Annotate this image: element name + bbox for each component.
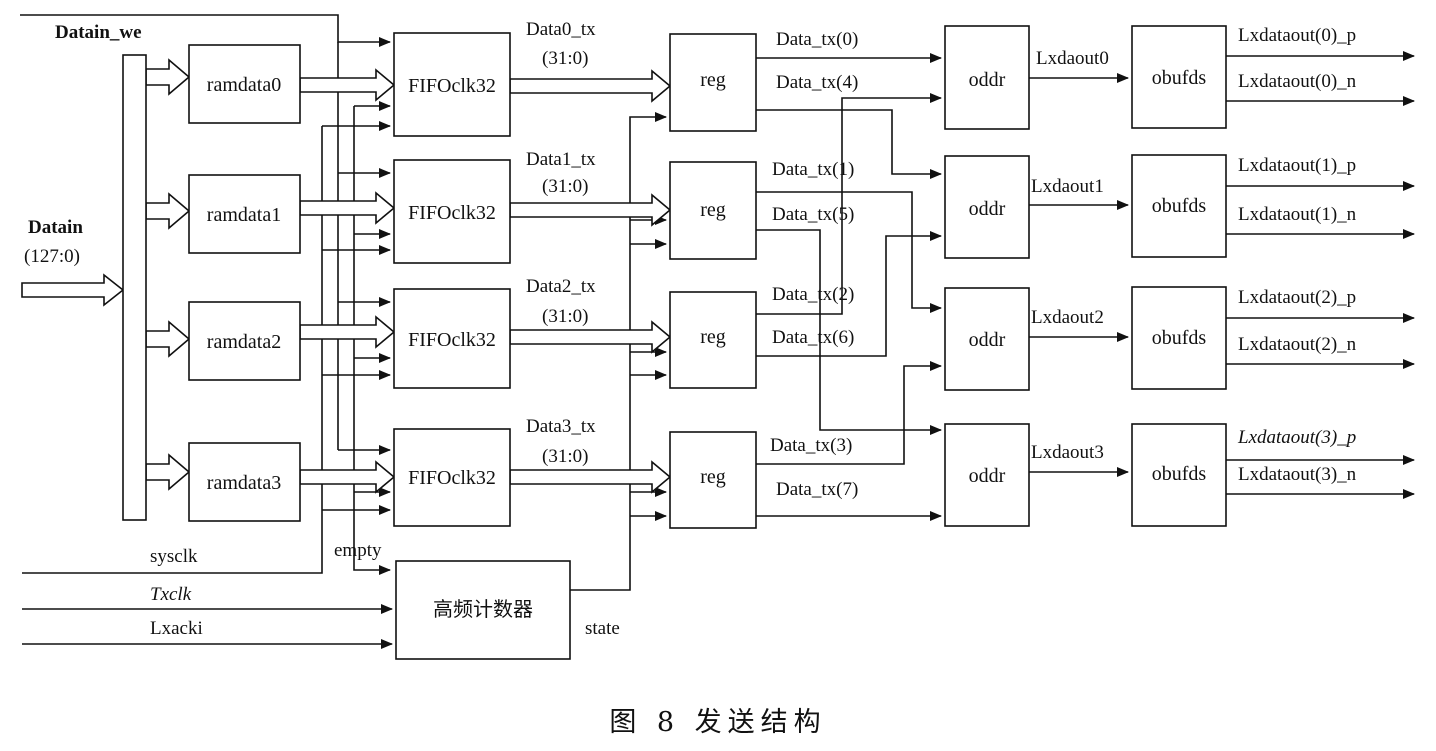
oddr3-out-label: Lxdaout3	[1031, 442, 1104, 463]
counter-label: 高频计数器	[433, 597, 533, 621]
out3-p-label: Lxdataout(3)_p	[1237, 427, 1356, 448]
fifo3-label: FIFOclk32	[408, 467, 496, 489]
fifo1-block	[393, 159, 511, 264]
txclk-label: Txclk	[150, 584, 192, 605]
reg2-block	[669, 291, 757, 389]
fifo0-width-label: (31:0)	[542, 48, 588, 69]
reg1-block	[669, 161, 757, 260]
out3-n-label: Lxdataout(3)_n	[1238, 464, 1357, 485]
fifo1-width-label: (31:0)	[542, 176, 588, 197]
reg3-out-a: Data_tx(3)	[770, 435, 852, 456]
reg1-out-a: Data_tx(1)	[772, 159, 854, 180]
obufds1-label: obufds	[1152, 195, 1207, 217]
ramdata1-block	[188, 174, 301, 254]
fifo2-block	[393, 288, 511, 389]
out1-n-label: Lxdataout(1)_n	[1238, 204, 1357, 225]
oddr3-block	[944, 423, 1030, 527]
datain-distributor	[122, 54, 147, 521]
fifo0-label: FIFOclk32	[408, 75, 496, 97]
fifo2-label: FIFOclk32	[408, 329, 496, 351]
oddr3-label: oddr	[969, 465, 1006, 487]
fifo3-block	[393, 428, 511, 527]
reg0-out-a: Data_tx(0)	[776, 29, 858, 50]
obufds2-label: obufds	[1152, 327, 1207, 349]
oddr2-label: oddr	[969, 329, 1006, 351]
out0-n-label: Lxdataout(0)_n	[1238, 71, 1357, 92]
datain-width-label: (127:0)	[24, 246, 80, 267]
reg0-out-b: Data_tx(4)	[776, 72, 858, 93]
buses	[21, 58, 672, 494]
ramdata0-label: ramdata0	[207, 74, 281, 96]
reg0-label: reg	[700, 69, 726, 91]
reg2-out-a: Data_tx(2)	[772, 284, 854, 305]
obufds0-label: obufds	[1152, 67, 1207, 89]
fifo1-out-label: Data1_tx	[526, 149, 596, 170]
fifo2-width-label: (31:0)	[542, 306, 588, 327]
oddr1-label: oddr	[969, 198, 1006, 220]
ramdata2-block	[188, 301, 301, 381]
reg0-block	[669, 33, 757, 132]
empty-label: empty	[334, 540, 382, 561]
reg1-label: reg	[700, 199, 726, 221]
oddr0-out-label: Lxdaout0	[1036, 48, 1109, 69]
state-label: state	[585, 618, 620, 639]
block-labels: ramdata0 ramdata1 ramdata2 ramdata3 FIFO…	[207, 67, 1207, 621]
reg1-out-b: Data_tx(5)	[772, 204, 854, 225]
reg2-label: reg	[700, 326, 726, 348]
lxacki-label: Lxacki	[150, 618, 203, 639]
obufds3-label: obufds	[1152, 463, 1207, 485]
oddr0-label: oddr	[969, 69, 1006, 91]
wires	[20, 14, 1415, 649]
datain-label: Datain	[28, 217, 83, 238]
out0-p-label: Lxdataout(0)_p	[1238, 25, 1356, 46]
ramdata2-label: ramdata2	[207, 331, 281, 353]
fifo0-block	[393, 32, 511, 137]
oddr2-out-label: Lxdaout2	[1031, 307, 1104, 328]
out2-n-label: Lxdataout(2)_n	[1238, 334, 1357, 355]
reg3-block	[669, 431, 757, 529]
sysclk-label: sysclk	[150, 546, 198, 567]
out2-p-label: Lxdataout(2)_p	[1238, 287, 1356, 308]
transmit-structure-diagram: ramdata0 ramdata1 ramdata2 ramdata3 FIFO…	[20, 14, 1415, 660]
out1-p-label: Lxdataout(1)_p	[1238, 155, 1356, 176]
fifo3-width-label: (31:0)	[542, 446, 588, 467]
counter-block	[395, 560, 571, 660]
obufds3-block	[1131, 423, 1227, 527]
ramdata1-label: ramdata1	[207, 204, 281, 226]
signal-labels: Datain_we Datain (127:0) sysclk Txclk Lx…	[24, 19, 1357, 639]
reg3-out-b: Data_tx(7)	[776, 479, 858, 500]
obufds2-block	[1131, 286, 1227, 390]
oddr0-block	[944, 25, 1030, 130]
datain-we-label: Datain_we	[55, 22, 142, 43]
ramdata3-block	[188, 442, 301, 522]
ramdata0-block	[188, 44, 301, 124]
oddr1-out-label: Lxdaout1	[1031, 176, 1104, 197]
fifo3-out-label: Data3_tx	[526, 416, 596, 437]
obufds1-block	[1131, 154, 1227, 258]
figure-caption: 图 8 发送结构	[609, 707, 827, 738]
fifo1-label: FIFOclk32	[408, 202, 496, 224]
datain-bus	[21, 273, 125, 307]
oddr2-block	[944, 287, 1030, 391]
fifo2-out-label: Data2_tx	[526, 276, 596, 297]
ramdata3-label: ramdata3	[207, 472, 281, 494]
oddr1-block	[944, 155, 1030, 259]
reg2-out-b: Data_tx(6)	[772, 327, 854, 348]
reg3-label: reg	[700, 466, 726, 488]
blocks	[122, 25, 1227, 660]
obufds0-block	[1131, 25, 1227, 129]
fifo0-out-label: Data0_tx	[526, 19, 596, 40]
